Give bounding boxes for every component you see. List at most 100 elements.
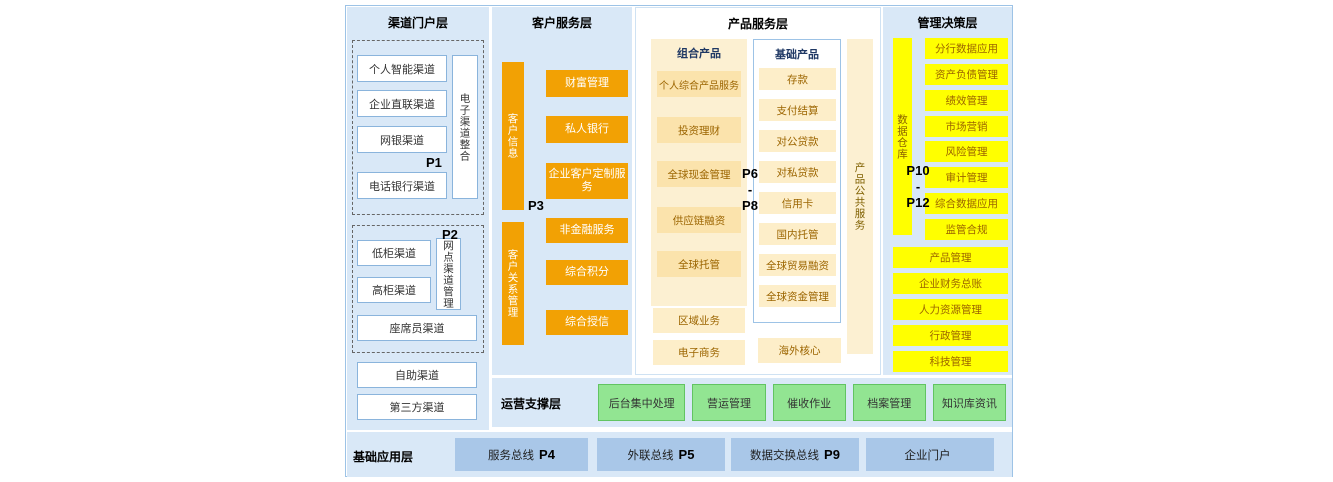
channel-item-label: 高柜渠道: [372, 285, 416, 297]
combo-product-item-label: 全球现金管理: [667, 168, 731, 181]
product-public-service-strip: 产品公共服务: [847, 39, 873, 354]
support-item-label: 后台集中处理: [608, 397, 675, 410]
customer-service-item: 非金融服务: [546, 218, 628, 243]
p9-label: P9: [824, 447, 840, 462]
channel-item: 高柜渠道: [357, 277, 431, 303]
basic-product-item: 国内托管: [759, 223, 836, 245]
channel-item-label: 自助渠道: [395, 370, 439, 382]
management-wide-item: 行政管理: [893, 325, 1008, 346]
product-layer-title: 产品服务层: [727, 17, 788, 31]
overseas-core-label: 海外核心: [778, 345, 821, 357]
customer-service-item: 财富管理: [546, 70, 628, 97]
support-item-label: 档案管理: [867, 397, 912, 410]
ecommerce-box: 电子商务: [653, 340, 745, 365]
management-item: 风险管理: [925, 141, 1008, 162]
customer-service-item-label: 综合积分: [565, 266, 609, 278]
support-item: 知识库资讯: [932, 384, 1007, 421]
channel-item: 第三方渠道: [357, 394, 477, 420]
basic-product-item: 对公贷款: [759, 130, 836, 152]
bus-item-label: 企业门户: [904, 449, 951, 462]
management-wide-item: 人力资源管理: [893, 299, 1008, 320]
basic-products-title: 基础产品: [775, 49, 819, 61]
basic-product-item: 存款: [759, 68, 836, 90]
management-item: 绩效管理: [925, 90, 1008, 111]
management-wide-item-label: 人力资源管理: [919, 304, 982, 316]
basic-product-item-label: 支付结算: [776, 104, 819, 117]
management-wide-item: 企业财务总账: [893, 273, 1008, 294]
customer-layer-title: 客户服务层: [531, 16, 592, 30]
support-item: 催收作业: [772, 384, 846, 421]
management-item-label: 审计管理: [945, 172, 988, 184]
support-item-label: 知识库资讯: [941, 397, 997, 410]
channel-item: 企业直联渠道: [357, 90, 447, 117]
basic-product-item-label: 信用卡: [781, 197, 814, 210]
regional-business-label: 区域业务: [678, 315, 720, 327]
management-item: 资产负债管理: [925, 64, 1008, 85]
branch-channel-management-strip: 网点渠道管理: [436, 238, 461, 310]
operation-support-layer: 运营支撑层 后台集中处理 营运管理 催收作业 档案管理 知识库资讯: [492, 378, 1012, 427]
bus-item-label: 外联总线: [627, 449, 674, 462]
combo-product-item: 个人综合产品服务: [657, 71, 741, 97]
combo-product-item-label: 供应链融资: [672, 214, 726, 227]
support-item: 营运管理: [692, 384, 766, 421]
basic-product-item-label: 对私贷款: [776, 166, 819, 179]
p10-p12-label: P10 - P12: [899, 163, 937, 211]
basic-product-item-label: 全球资金管理: [766, 290, 829, 303]
customer-info-label: 客户信息: [506, 113, 519, 159]
p-range-dash: -: [915, 179, 921, 194]
product-public-service-label: 产品公共服务: [853, 162, 866, 231]
channel-item-label: 企业直联渠道: [369, 98, 435, 111]
basic-product-item: 支付结算: [759, 99, 836, 121]
basic-product-item-label: 国内托管: [776, 228, 819, 241]
ecommerce-label: 电子商务: [678, 347, 720, 359]
support-item: 后台集中处理: [598, 384, 686, 421]
basic-products-panel: 基础产品 存款 支付结算 对公贷款 对私贷款 信用卡 国内托管 全球贸易融资 全…: [753, 39, 841, 323]
channel-portal-layer: 渠道门户层 个人智能渠道 企业直联渠道 网银渠道 电话银行渠道 电子渠道整合 P…: [347, 7, 489, 430]
management-wide-item: 产品管理: [893, 247, 1008, 268]
channel-item: 自助渠道: [357, 362, 477, 388]
customer-service-item: 企业客户定制服务: [546, 163, 628, 199]
channel-item: 低柜渠道: [357, 240, 431, 266]
customer-service-item: 综合积分: [546, 260, 628, 285]
branch-channel-management-label: 网点渠道管理: [442, 239, 454, 309]
management-item-label: 综合数据应用: [935, 198, 998, 210]
combo-product-item: 投资理财: [657, 117, 741, 143]
combo-product-item: 全球托管: [657, 251, 741, 277]
channel-item-label: 个人智能渠道: [369, 63, 435, 76]
management-item: 综合数据应用: [925, 193, 1008, 214]
management-item: 审计管理: [925, 167, 1008, 188]
channel-item-label: 第三方渠道: [389, 402, 445, 414]
basic-product-item-label: 对公贷款: [776, 135, 819, 148]
bus-item: 服务总线 P4: [455, 438, 588, 471]
support-layer-title: 运营支撑层: [501, 397, 562, 411]
management-wide-item-label: 科技管理: [929, 356, 972, 368]
customer-relationship-bar: 客户关系管理: [502, 222, 524, 345]
base-layer-title: 基础应用层: [353, 450, 414, 464]
p5-label: P5: [678, 447, 695, 462]
p2-label: P2: [442, 227, 458, 242]
channel-item-label: 低柜渠道: [372, 248, 416, 260]
product-service-layer: 产品服务层 组合产品 个人综合产品服务 投资理财 全球现金管理 供应链融资 全球…: [635, 7, 881, 375]
channel-item: 座席员渠道: [357, 315, 477, 341]
p12-label: P12: [906, 195, 930, 210]
p-range-dash: -: [747, 182, 753, 197]
customer-relationship-label: 客户关系管理: [506, 249, 519, 318]
customer-info-bar: 客户信息: [502, 62, 524, 210]
customer-service-item-label: 非金融服务: [559, 224, 615, 236]
support-item-label: 催收作业: [787, 397, 832, 410]
management-wide-item-label: 产品管理: [929, 252, 972, 264]
channel-item: 电话银行渠道: [357, 172, 447, 199]
customer-service-item-label: 财富管理: [565, 77, 609, 89]
regional-business-box: 区域业务: [653, 308, 745, 333]
basic-product-item: 全球资金管理: [759, 285, 836, 307]
combo-product-item-label: 投资理财: [678, 124, 720, 137]
bus-item: 数据交换总线 P9: [731, 438, 859, 471]
combo-product-item-label: 个人综合产品服务: [659, 80, 739, 92]
combo-products-panel: 组合产品 个人综合产品服务 投资理财 全球现金管理 供应链融资 全球托管: [651, 39, 747, 306]
channel-item: 个人智能渠道: [357, 55, 447, 82]
channel-item-label: 网银渠道: [380, 134, 424, 147]
management-item: 分行数据应用: [925, 38, 1008, 59]
overseas-core-box: 海外核心: [758, 338, 841, 363]
management-item-label: 监管合规: [945, 224, 988, 236]
